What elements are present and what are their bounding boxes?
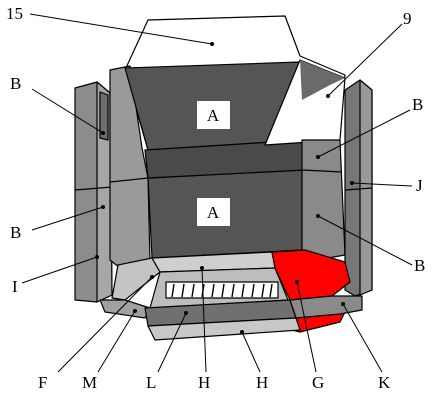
leader-lines bbox=[21, 13, 413, 373]
left-panel-tab bbox=[99, 91, 109, 141]
front-lip-right bbox=[289, 295, 363, 319]
callout-15: 15 bbox=[6, 4, 23, 23]
callout-m: M bbox=[82, 373, 97, 392]
panel-label-upper: A bbox=[207, 106, 220, 125]
callout-b-top-left: B bbox=[10, 74, 21, 93]
callout-9: 9 bbox=[403, 9, 412, 28]
panel-label-lower: A bbox=[207, 203, 220, 222]
callout-b-top-right: B bbox=[412, 95, 423, 114]
callout-h-1: H bbox=[198, 373, 210, 392]
panel-label-box-lower bbox=[197, 198, 230, 226]
callout-g: G bbox=[312, 373, 324, 392]
callout-i: I bbox=[12, 277, 18, 296]
callout-j: J bbox=[416, 176, 423, 195]
front-lip-left bbox=[99, 299, 151, 319]
panel-label-box-upper bbox=[197, 101, 230, 129]
callout-k: K bbox=[378, 373, 391, 392]
callout-b-mid-right: B bbox=[414, 256, 425, 275]
callout-b-mid-left: B bbox=[10, 223, 21, 242]
right-side-panel-face bbox=[359, 79, 373, 296]
baffle-shadow bbox=[300, 60, 345, 100]
callout-f: F bbox=[38, 373, 47, 392]
front-plate-lower bbox=[147, 317, 301, 341]
right-inner-wall bbox=[301, 139, 346, 263]
floor-plate-red bbox=[271, 249, 351, 301]
callout-l: L bbox=[146, 373, 156, 392]
callout-h-2: H bbox=[256, 373, 268, 392]
